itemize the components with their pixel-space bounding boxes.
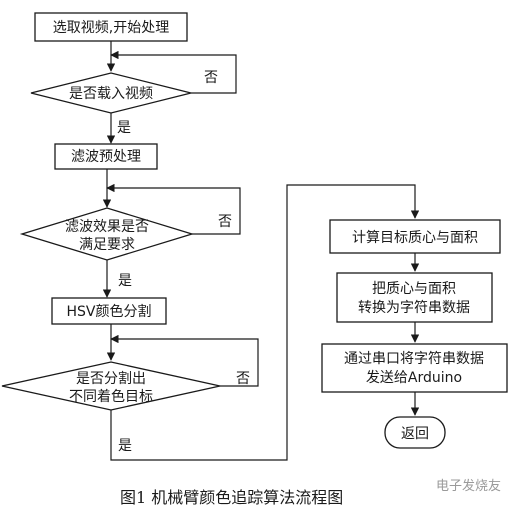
edge-segment-no	[110, 334, 259, 387]
segment-yes-label: 是	[118, 438, 132, 454]
filter-check-line2: 满足要求	[79, 237, 135, 253]
hsv-label: HSV颜色分割	[67, 303, 152, 320]
compute-label: 计算目标质心与面积	[352, 230, 478, 246]
filter-yes-label: 是	[118, 273, 132, 289]
filter-no-label: 否	[218, 214, 232, 230]
edge-segment-yes	[110, 184, 420, 461]
segment-no-label: 否	[236, 371, 250, 387]
segment-line1: 是否分割出	[76, 370, 146, 387]
load-video-label: 是否载入视频	[69, 86, 153, 102]
return-label: 返回	[401, 426, 429, 442]
convert-line1: 把质心与面积	[372, 281, 456, 297]
figure-caption: 图1 机械臂颜色追踪算法流程图	[120, 488, 343, 507]
return-terminator	[384, 416, 446, 449]
edge-load-no	[110, 50, 237, 94]
send-line1: 通过串口将字符串数据	[344, 351, 484, 367]
load-yes-label: 是	[117, 120, 131, 136]
filter-box	[54, 143, 158, 170]
load-no-label: 否	[204, 70, 218, 86]
hsv-box	[51, 297, 167, 325]
start-label: 选取视频,开始处理	[53, 20, 169, 36]
segment-line2: 不同着色目标	[69, 388, 153, 405]
convert-line2: 转换为字符串数据	[358, 299, 470, 316]
watermark-text: 电子发烧友	[436, 478, 501, 494]
send-line2: 发送给Arduino	[366, 370, 462, 386]
filter-check-line1: 滤波效果是否	[65, 219, 149, 235]
filter-label: 滤波预处理	[71, 149, 141, 165]
edge-filter-no	[106, 183, 241, 235]
